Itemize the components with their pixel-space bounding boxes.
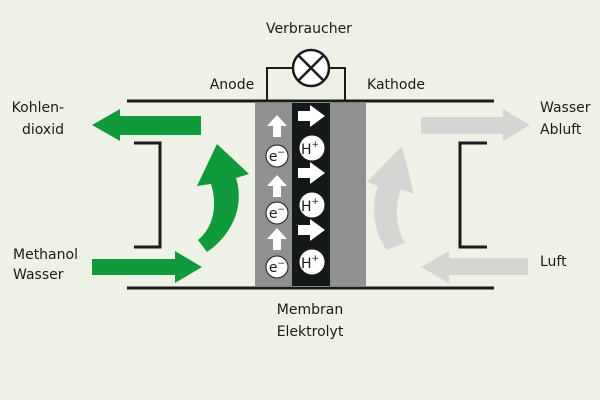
anode-bracket <box>134 141 162 249</box>
fuel-inflow-arrow-icon <box>92 251 202 283</box>
anode-recirculation-arrow-icon <box>197 144 249 252</box>
proton-particle <box>298 134 326 162</box>
air-label: Luft <box>540 254 567 270</box>
electron-particle <box>265 144 289 168</box>
lamp-icon <box>291 48 331 88</box>
cathode-recirculation-arrow-icon <box>367 146 414 250</box>
proton-arrow-right-icon <box>298 162 325 184</box>
consumer-label: Verbraucher <box>266 21 352 37</box>
cathode-label: Kathode <box>367 77 425 93</box>
cathode-electrode <box>330 103 366 286</box>
proton-symbol: H+ <box>301 197 319 215</box>
electron-symbol: e− <box>269 205 285 222</box>
proton-arrow-right-icon <box>298 219 325 241</box>
output-label-line1: Wasser <box>540 100 591 116</box>
electron-particle <box>265 255 289 279</box>
input-label-line1: Methanol <box>13 247 78 263</box>
electron-symbol: e− <box>269 148 285 165</box>
proton-arrow-right-icon <box>298 105 325 127</box>
electron-particle <box>265 201 289 225</box>
electron-arrow-up-icon <box>267 175 287 197</box>
co2-label-line1: Kohlen- <box>12 100 64 116</box>
co2-label-line2: dioxid <box>22 122 64 138</box>
proton-particle <box>298 191 326 219</box>
cathode-bracket <box>458 141 487 249</box>
electron-arrow-up-icon <box>267 228 287 250</box>
membrane-label-line2: Elektrolyt <box>277 324 344 340</box>
circuit-wire <box>266 67 346 101</box>
output-label-line2: Abluft <box>540 122 582 138</box>
co2-outflow-arrow-icon <box>92 109 201 141</box>
proton-symbol: H+ <box>301 140 319 158</box>
proton-symbol: H+ <box>301 254 319 272</box>
electron-arrow-up-icon <box>267 115 287 137</box>
membrane-label-line1: Membran <box>277 302 343 318</box>
electron-symbol: e− <box>269 259 285 276</box>
input-label-line2: Wasser <box>13 267 64 283</box>
water-exhaust-arrow-icon <box>421 109 530 141</box>
air-inflow-arrow-icon <box>421 251 528 283</box>
anode-label: Anode <box>210 77 255 93</box>
proton-particle <box>298 248 326 276</box>
